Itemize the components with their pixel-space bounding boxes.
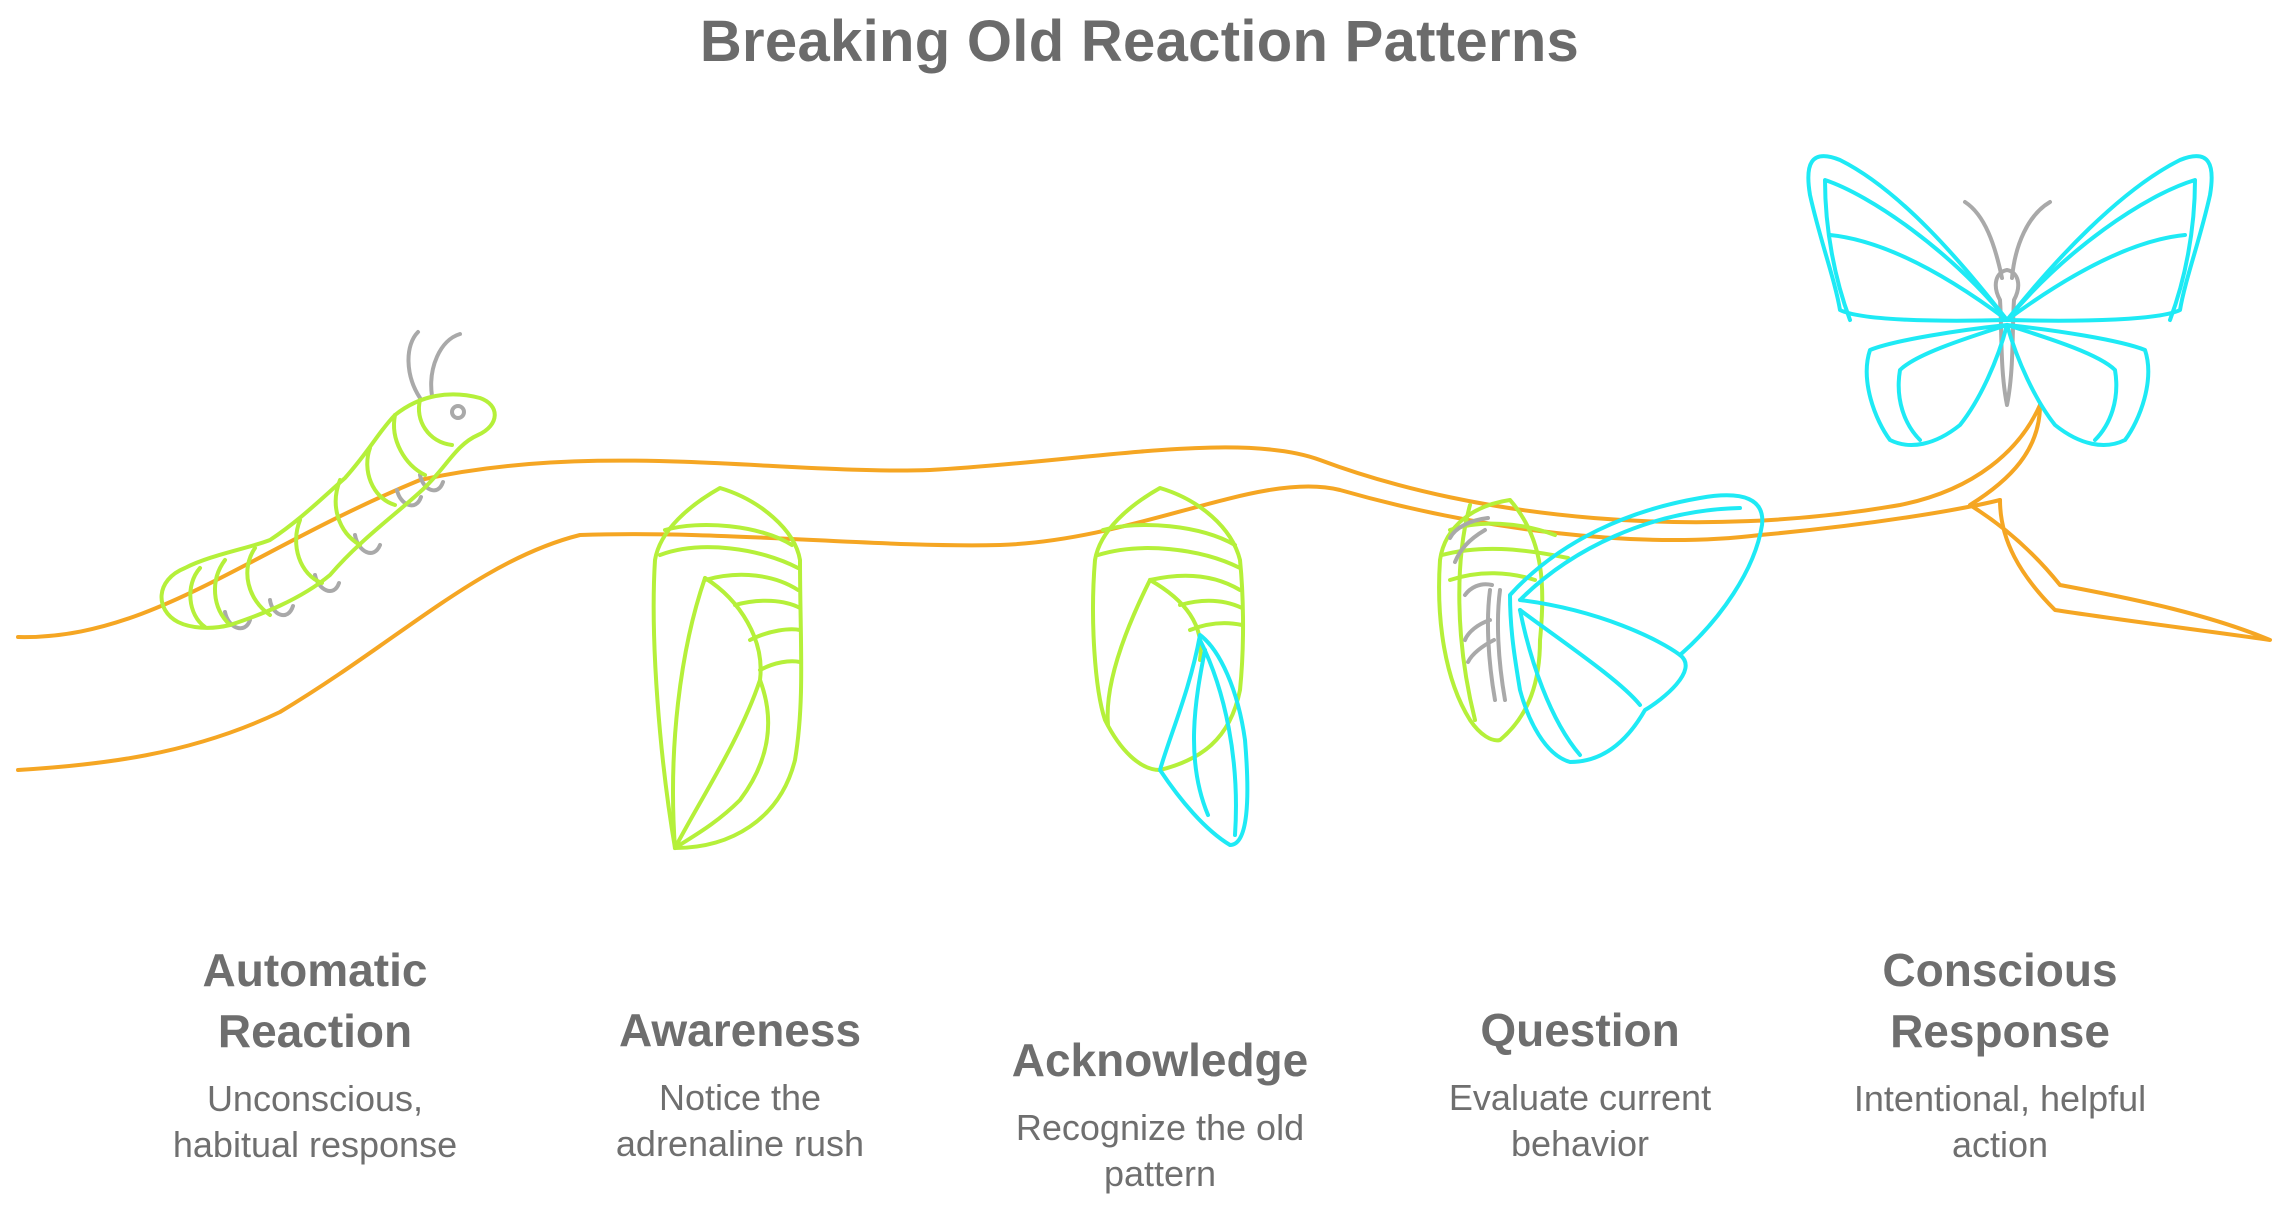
emerging-butterfly-icon <box>1437 493 1765 764</box>
stage-acknowledge: Acknowledge Recognize the old pattern <box>970 1030 1350 1197</box>
stage-heading: Question <box>1400 1000 1760 1061</box>
butterfly-icon <box>1806 154 2214 447</box>
stage-question: Question Evaluate current behavior <box>1400 1000 1760 1167</box>
stage-heading-line2: Reaction <box>217 1005 413 1057</box>
stage-heading-line1: Awareness <box>618 1004 862 1056</box>
page-title: Breaking Old Reaction Patterns <box>699 9 1580 74</box>
stage-automatic-reaction: Automatic Reaction Unconscious, habitual… <box>120 940 510 1168</box>
stage-desc-line1: Unconscious, <box>206 1078 424 1119</box>
stage-heading: Conscious Response <box>1800 940 2200 1062</box>
stage-heading-line1: Automatic <box>202 944 428 996</box>
stage-desc-line1: Notice the <box>658 1077 822 1118</box>
branch-icon <box>16 403 2272 772</box>
stage-desc-line2: habitual response <box>172 1124 458 1165</box>
stage-description: Recognize the old pattern <box>970 1105 1350 1197</box>
stage-conscious-response: Conscious Response Intentional, helpful … <box>1800 940 2200 1168</box>
stage-desc-line2: behavior <box>1510 1123 1650 1164</box>
stage-heading: Automatic Reaction <box>120 940 510 1062</box>
stage-desc-line1: Intentional, helpful <box>1853 1078 2147 1119</box>
stage-desc-line2: pattern <box>1103 1153 1217 1194</box>
stage-desc-line2: action <box>1951 1124 2049 1165</box>
caterpillar-icon <box>159 330 497 631</box>
stage-description: Intentional, helpful action <box>1800 1076 2200 1168</box>
chrysalis-wing-icon <box>1091 486 1250 847</box>
stage-heading-line1: Acknowledge <box>1011 1034 1309 1086</box>
stage-heading: Acknowledge <box>970 1030 1350 1091</box>
stage-description: Evaluate current behavior <box>1400 1075 1760 1167</box>
chrysalis-icon <box>651 486 804 850</box>
stage-heading-line2: Response <box>1890 1005 2110 1057</box>
stage-description: Notice the adrenaline rush <box>560 1075 920 1167</box>
stage-description: Unconscious, habitual response <box>120 1076 510 1168</box>
stage-desc-line1: Recognize the old <box>1015 1107 1305 1148</box>
stage-heading-line1: Conscious <box>1882 944 2118 996</box>
stage-heading-line1: Question <box>1480 1004 1680 1056</box>
stage-heading: Awareness <box>560 1000 920 1061</box>
stage-awareness: Awareness Notice the adrenaline rush <box>560 1000 920 1167</box>
stage-desc-line2: adrenaline rush <box>615 1123 865 1164</box>
stage-desc-line1: Evaluate current <box>1448 1077 1712 1118</box>
